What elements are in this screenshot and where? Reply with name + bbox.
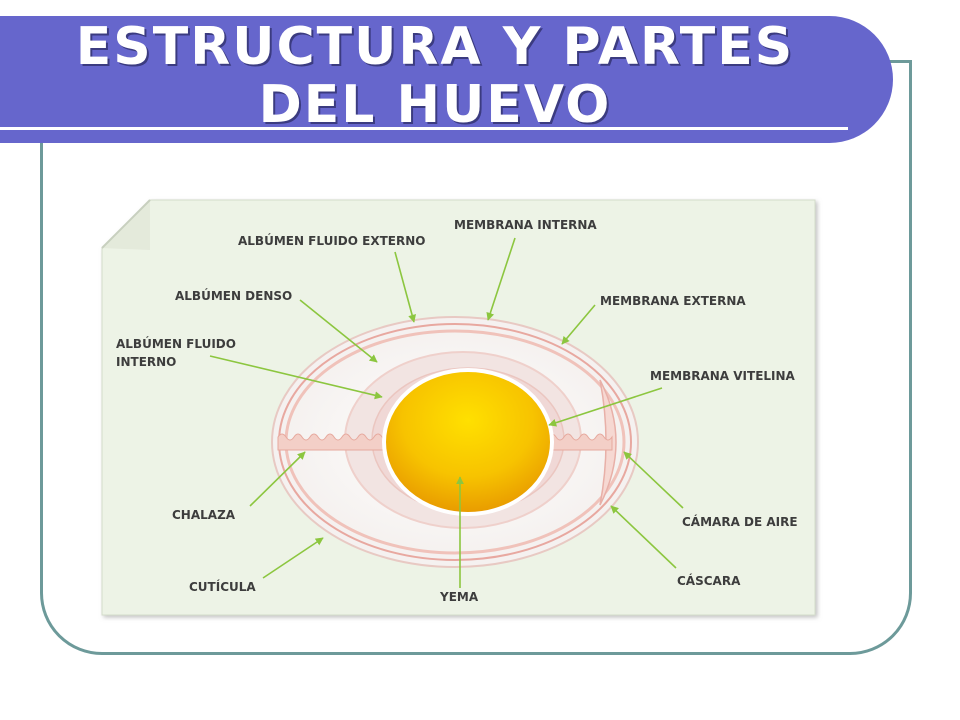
label-membrana-externa: MEMBRANA EXTERNA — [600, 294, 746, 308]
pointer-albumen-denso — [299, 299, 378, 363]
slide-title: Estructura y partes del huevo — [75, 17, 795, 135]
label-albumen-fluido-interno-line2: INTERNO — [116, 355, 176, 369]
pointer-cuticula — [262, 537, 324, 579]
title-rule — [0, 127, 848, 130]
chalaza-left-shape — [277, 433, 391, 451]
pointer-membrana-vitelina — [548, 387, 663, 427]
pointer-membrana-interna — [486, 237, 516, 321]
pointer-cascara — [610, 505, 677, 569]
egg — [271, 316, 639, 568]
pointer-albumen-fluido-externo — [394, 251, 416, 323]
label-albumen-fluido-externo: ALBÚMEN FLUIDO EXTERNO — [238, 233, 425, 248]
label-chalaza: CHALAZA — [172, 508, 236, 522]
label-camara-de-aire: CÁMARA DE AIRE — [682, 514, 798, 529]
diagram-labels: ALBÚMEN FLUIDO EXTERNO MEMBRANA INTERNA … — [116, 218, 798, 604]
label-cascara: CÁSCARA — [677, 573, 741, 588]
pointer-chalaza — [249, 451, 306, 507]
pointer-albumen-fluido-interno — [209, 355, 383, 400]
chalaza-right-shape — [547, 433, 613, 451]
yolk-shape — [382, 368, 554, 516]
pointer-membrana-externa — [561, 304, 596, 345]
label-membrana-vitelina: MEMBRANA VITELINA — [650, 369, 796, 383]
label-albumen-denso: ALBÚMEN DENSO — [175, 288, 292, 303]
pointer-lines — [209, 237, 684, 588]
title-banner — [0, 16, 893, 143]
label-albumen-fluido-interno-line1: ALBÚMEN FLUIDO — [116, 336, 236, 351]
label-cuticula: CUTÍCULA — [189, 579, 256, 594]
label-yema: YEMA — [439, 590, 479, 604]
label-membrana-interna: MEMBRANA INTERNA — [454, 218, 597, 232]
pointer-camara-de-aire — [623, 451, 684, 509]
